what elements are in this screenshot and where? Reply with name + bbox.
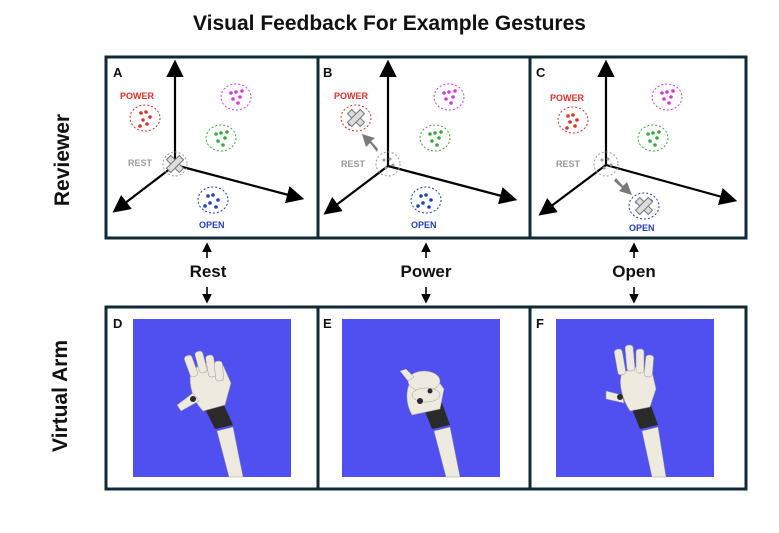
panel-letter: C (536, 65, 546, 80)
panel-letter: A (113, 65, 123, 80)
virtual-hand-open (605, 344, 667, 478)
virtual-hand-power (399, 368, 461, 478)
label-power: POWER (334, 91, 369, 101)
gesture-label-rest: Rest (189, 262, 227, 281)
label-rest: REST (128, 158, 153, 168)
label-rest: REST (556, 159, 581, 169)
figure-title: Visual Feedback For Example Gestures (193, 12, 586, 35)
marker-x (346, 108, 366, 128)
virtual-hand-rest (176, 350, 244, 478)
label-open: OPEN (411, 220, 437, 230)
gesture-label-power: Power (400, 262, 452, 281)
panel-f: F (536, 316, 714, 478)
movement-arrow (362, 134, 378, 152)
panel-a: A POWER OPEN REST (112, 59, 305, 230)
panel-letter: F (536, 316, 544, 331)
label-power: POWER (550, 93, 585, 103)
connector-arrows (202, 242, 639, 304)
label-open: OPEN (629, 223, 655, 233)
panel-letter: D (113, 316, 122, 331)
movement-arrow (614, 178, 632, 195)
gesture-label-open: Open (612, 262, 656, 281)
label-open: OPEN (199, 220, 225, 230)
panel-c: C POWER REST OPEN (536, 59, 738, 233)
panel-e: E (323, 316, 500, 478)
panel-b: B POWER OPEN REST (323, 59, 518, 230)
label-rest: REST (341, 159, 366, 169)
label-power: POWER (120, 91, 155, 101)
panel-d: D (113, 316, 291, 478)
panel-letter: E (323, 316, 332, 331)
marker-x (634, 196, 654, 216)
panel-letter: B (323, 65, 332, 80)
marker-x (165, 154, 185, 174)
